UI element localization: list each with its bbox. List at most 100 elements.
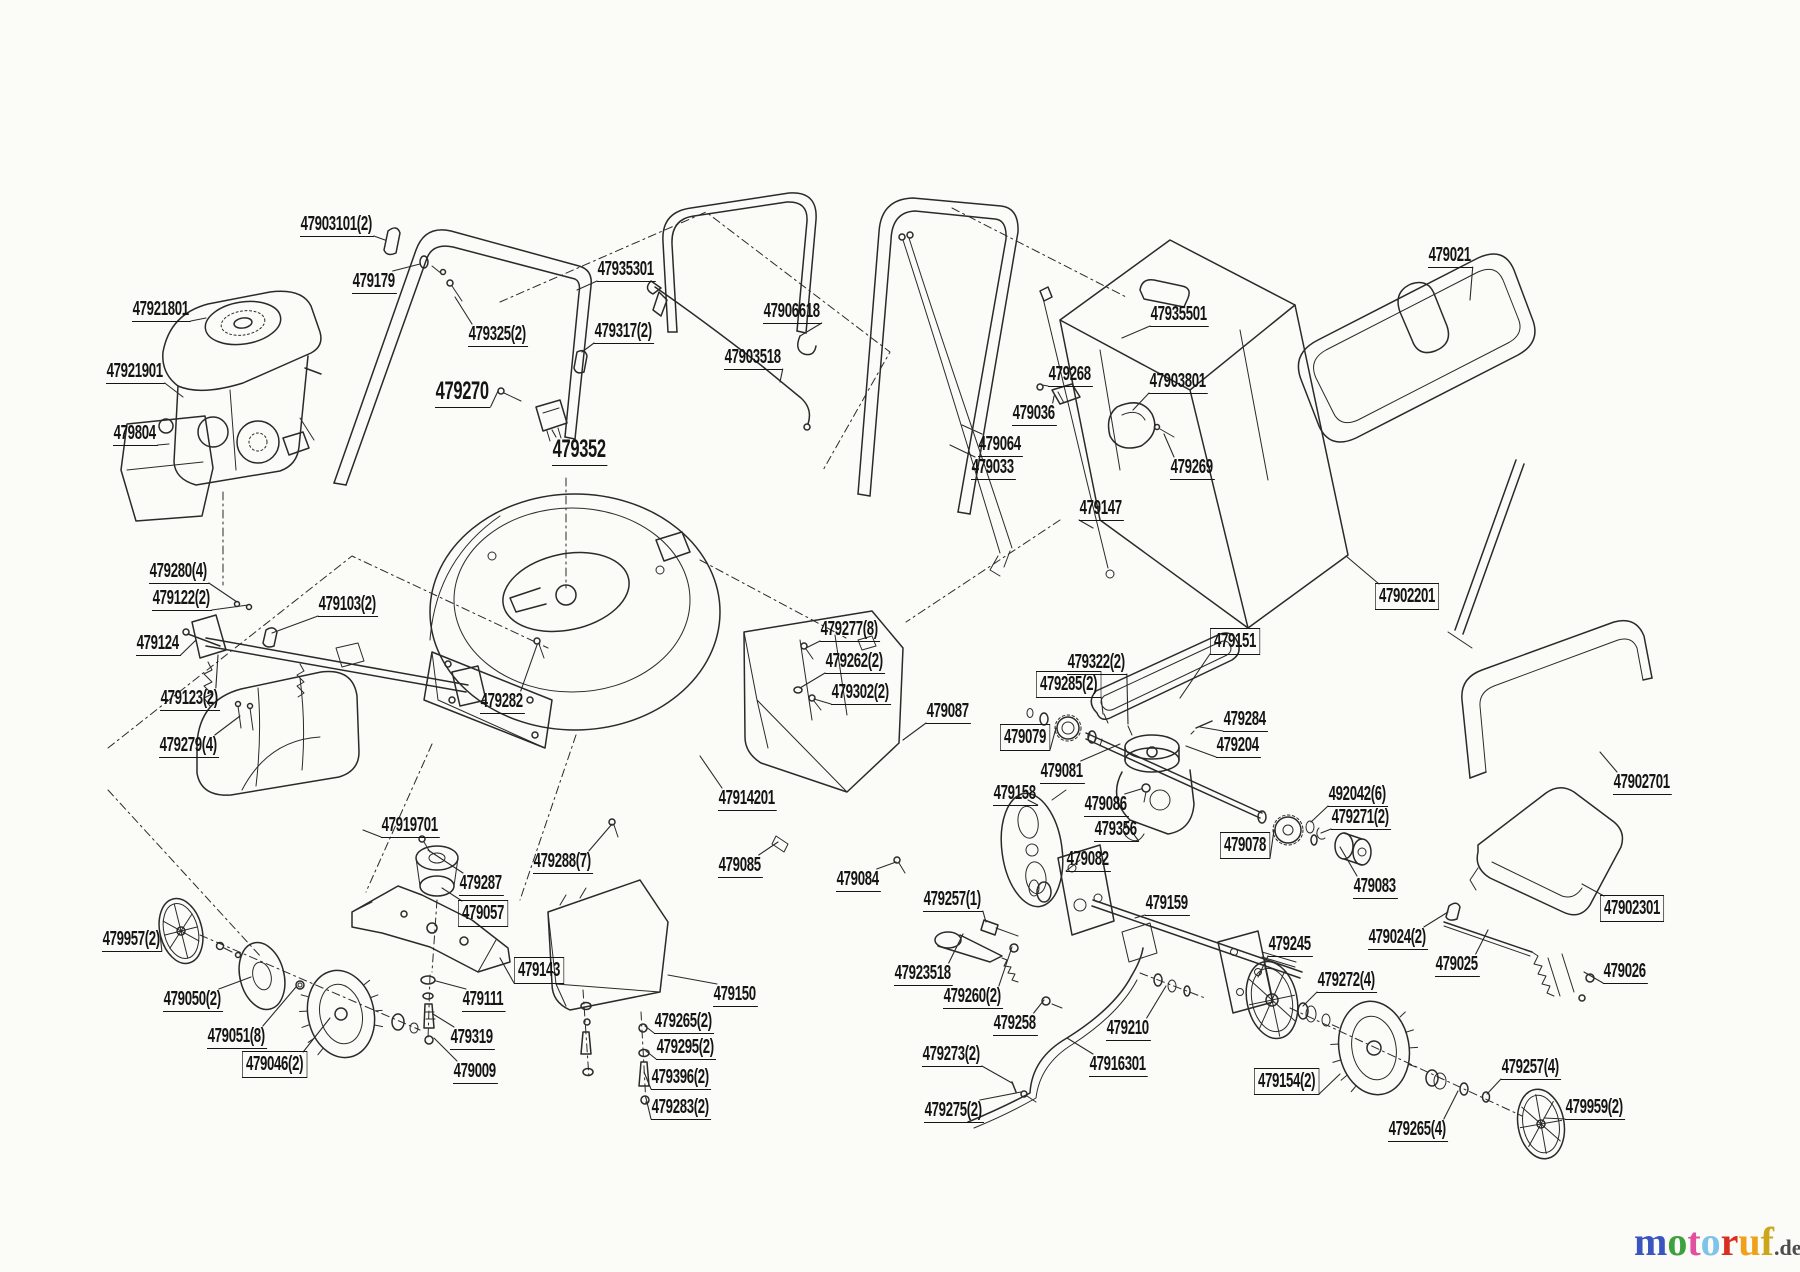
motoruf-logo-tld: .de	[1774, 1235, 1800, 1260]
part-label-479322-x2: 479322(2)	[1067, 651, 1127, 675]
part-label-47921801: 47921801	[132, 298, 191, 322]
part-label-479279-x4: 479279(4)	[159, 734, 219, 758]
part-label-479280-x4: 479280(4)	[149, 560, 209, 584]
leader-line	[805, 640, 821, 649]
leader-line	[1257, 955, 1269, 978]
motoruf-logo-word: motoruf	[1634, 1219, 1774, 1264]
part-label-47903801: 47903801	[1149, 370, 1208, 394]
part-label-479283-x2: 479283(2)	[651, 1096, 711, 1120]
leader-line	[643, 1071, 652, 1090]
leader-line	[164, 382, 184, 398]
part-label-479087: 479087	[926, 700, 971, 724]
part-label-479302-x2: 479302(2)	[831, 681, 891, 705]
logo-letter: t	[1687, 1219, 1701, 1264]
leader-line	[499, 957, 515, 984]
bag-frame	[1297, 253, 1536, 649]
leader-line	[1486, 1078, 1502, 1095]
part-label-479078: 479078	[1220, 832, 1270, 859]
part-label-479046-x2: 479046(2)	[242, 1051, 308, 1078]
front-cover	[196, 670, 360, 796]
upper-handlebar	[857, 197, 1019, 515]
rear-tire	[1330, 1000, 1419, 1096]
part-label-479356: 479356	[1094, 818, 1139, 842]
part-label-479124: 479124	[136, 632, 181, 656]
part-label-479317-x2: 479317(2)	[594, 320, 654, 344]
part-label-479245: 479245	[1268, 933, 1313, 957]
leader-line	[779, 368, 784, 383]
leader-line	[758, 841, 779, 856]
part-label-479150: 479150	[713, 983, 758, 1007]
logo-letter: m	[1634, 1219, 1668, 1264]
leader-line	[1078, 519, 1094, 529]
part-label-479143: 479143	[514, 957, 564, 984]
leader-line	[948, 933, 964, 964]
part-label-479079: 479079	[1000, 724, 1050, 751]
leader-line	[454, 296, 473, 325]
part-label-479084: 479084	[836, 868, 881, 892]
leader-line	[1163, 433, 1175, 458]
leader-line	[799, 672, 826, 689]
part-label-479260-x2: 479260(2)	[943, 985, 1003, 1009]
part-label-479026: 479026	[1603, 960, 1648, 984]
part-label-479050-x2: 479050(2)	[163, 988, 223, 1012]
fuel-tank	[120, 415, 214, 522]
leader-line	[1475, 929, 1489, 955]
leader-line	[1199, 726, 1224, 732]
leader-line	[432, 1013, 455, 1028]
part-label-479210: 479210	[1106, 1017, 1151, 1041]
leader-line	[1543, 1117, 1566, 1120]
part-label-479262-x2: 479262(2)	[825, 650, 885, 674]
leader-line	[157, 443, 170, 446]
logo-letter: o	[1700, 1219, 1721, 1264]
part-label-479271-x2: 479271(2)	[1331, 806, 1391, 830]
front-tire	[299, 969, 384, 1059]
leader-line	[490, 390, 499, 408]
leader-line	[1443, 1090, 1459, 1120]
leader-line	[1066, 1037, 1094, 1055]
part-label-479957-x2: 479957(2)	[102, 928, 162, 952]
mower-deck	[423, 477, 721, 749]
control-cables	[898, 231, 1175, 579]
part-label-479269: 479269	[1170, 456, 1215, 480]
leader-line	[982, 910, 987, 923]
part-label-47903101-x2: 47903101(2)	[300, 213, 374, 237]
part-label-47935501: 47935501	[1150, 303, 1209, 327]
leader-line	[1318, 1073, 1341, 1095]
leader-line	[581, 342, 595, 353]
leader-line	[433, 1037, 458, 1062]
leader-line	[1185, 745, 1217, 758]
leader-line	[180, 639, 197, 656]
part-label-479273-x2: 479273(2)	[922, 1043, 982, 1067]
rear-flap	[1469, 787, 1624, 916]
cable-clamp	[535, 399, 568, 432]
part-label-479275-x2: 479275(2)	[924, 1099, 984, 1123]
part-label-479272-x4: 479272(4)	[1317, 969, 1377, 993]
leader-line	[799, 322, 823, 337]
leader-line	[271, 615, 319, 634]
gearbox	[1115, 769, 1195, 835]
leader-line	[1132, 392, 1150, 411]
part-label-47902701: 47902701	[1613, 771, 1672, 795]
part-label-479122-x2: 479122(2)	[152, 587, 212, 611]
leader-line	[1027, 799, 1039, 806]
part-label-479057: 479057	[458, 900, 508, 927]
part-label-479082: 479082	[1066, 848, 1111, 872]
leader-line	[435, 980, 467, 990]
part-label-47902301: 47902301	[1600, 895, 1665, 922]
leader-line	[1033, 999, 1045, 1014]
leader-line	[1583, 971, 1604, 984]
height-lever	[934, 931, 962, 949]
leader-line	[576, 280, 598, 291]
part-label-479083: 479083	[1353, 875, 1398, 899]
leader-line	[1052, 395, 1055, 404]
leader-line	[1599, 751, 1618, 773]
leader-line	[1124, 788, 1142, 795]
leader-line	[214, 715, 241, 736]
part-label-479154-x2: 479154(2)	[1254, 1068, 1320, 1095]
rear-wheel-cap-spoked	[1516, 1088, 1566, 1160]
part-label-47903518: 47903518	[724, 346, 783, 370]
part-label-479265-x2: 479265(2)	[654, 1010, 714, 1034]
part-label-47935301: 47935301	[597, 258, 656, 282]
